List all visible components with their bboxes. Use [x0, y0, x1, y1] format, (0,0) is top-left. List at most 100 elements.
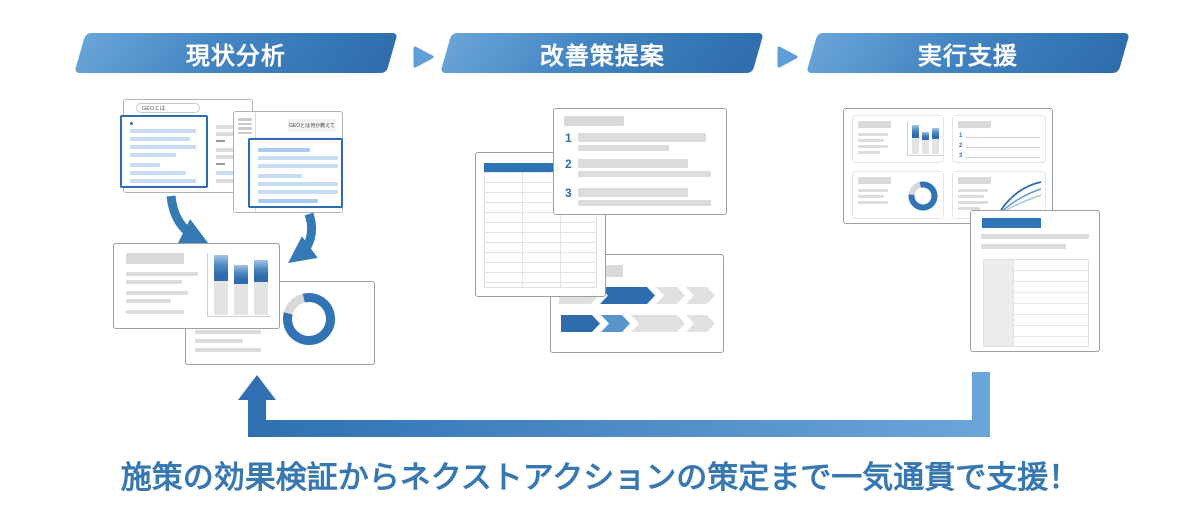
report-table	[983, 259, 1089, 347]
placeholder-line	[130, 129, 196, 133]
list-number: 2	[565, 157, 572, 171]
curved-arrows-down-icon	[166, 195, 318, 263]
report-title-bar	[982, 218, 1041, 228]
chevron-step	[631, 315, 685, 332]
placeholder-line	[858, 177, 891, 184]
placeholder-line	[858, 151, 880, 154]
placeholder-line	[238, 131, 252, 134]
report-document-card	[970, 210, 1100, 352]
list-number: 3	[959, 153, 963, 159]
placeholder-line	[126, 291, 188, 295]
result-meta-dots	[216, 163, 225, 165]
placeholder-line	[130, 179, 196, 183]
step-banner-improvement-proposal: 改善策提案	[440, 33, 764, 73]
donut-chart	[283, 293, 335, 345]
placeholder-line	[981, 234, 1089, 239]
placeholder-line	[858, 189, 888, 192]
placeholder-line	[195, 339, 243, 343]
placeholder-line	[130, 153, 176, 157]
placeholder-line	[258, 190, 338, 194]
placeholder-line	[966, 137, 1040, 138]
placeholder-line	[130, 137, 190, 141]
step-label: 改善策提案	[539, 42, 665, 70]
placeholder-line	[981, 244, 1066, 249]
report-table-label-column	[984, 260, 1014, 346]
placeholder-line	[195, 348, 261, 352]
caption-text: 施策の効果検証からネクストアクションの策定まで一気通貫で支援！	[120, 460, 1080, 495]
placeholder-line	[130, 163, 160, 167]
mini-bar-chart	[907, 122, 943, 156]
sparkle-icon	[130, 122, 133, 125]
dashboard-panel-donut	[852, 171, 944, 219]
ai-overview-box	[120, 115, 208, 188]
placeholder-line	[258, 148, 310, 152]
placeholder-line	[858, 145, 888, 148]
chevron-step	[601, 315, 630, 332]
chevron-step	[600, 287, 655, 304]
chevron-step	[686, 287, 715, 304]
step-label: 実行支援	[918, 42, 1018, 70]
placeholder-line	[126, 299, 171, 303]
placeholder-line	[234, 284, 248, 315]
placeholder-line	[958, 195, 984, 198]
placeholder-line	[126, 280, 182, 284]
placeholder-line	[958, 121, 991, 128]
placeholder-line	[858, 121, 891, 128]
placeholder-line	[578, 159, 688, 168]
placeholder-line	[966, 157, 1040, 158]
placeholder-line	[578, 133, 706, 142]
placeholder-line	[126, 272, 198, 276]
list-number: 2	[959, 143, 963, 149]
placeholder-line	[858, 201, 888, 204]
list-number: 3	[565, 186, 572, 200]
chat-prompt-text: GEOとは何か教えて	[289, 123, 335, 129]
step-banner-current-analysis: 現状分析	[74, 33, 398, 73]
spreadsheet-card	[475, 152, 606, 297]
placeholder-line	[966, 147, 1040, 148]
chevron-step	[561, 315, 600, 332]
placeholder-line	[258, 156, 338, 160]
placeholder-line	[958, 189, 988, 192]
step-banner-execution-support: 実行支援	[806, 33, 1130, 73]
analysis-report-card	[113, 243, 280, 329]
chevron-step	[656, 287, 685, 304]
placeholder-line	[238, 122, 252, 125]
list-number: 1	[959, 133, 963, 139]
placeholder-line	[258, 164, 338, 168]
placeholder-line	[932, 139, 939, 154]
placeholder-line	[258, 182, 338, 186]
placeholder-line	[958, 201, 988, 204]
placeholder-line	[130, 171, 186, 175]
placeholder-line	[214, 281, 228, 315]
placeholder-line	[238, 127, 252, 130]
chevron-step	[686, 315, 715, 332]
sheet-header-row	[484, 163, 597, 172]
placeholder-line	[126, 253, 184, 264]
chat-prompt-bubble: GEOとは何か教えて	[288, 119, 336, 132]
dashboard-panel-list: 1 2 3	[952, 115, 1046, 163]
placeholder-line	[195, 330, 261, 334]
placeholder-line	[258, 174, 302, 178]
placeholder-line	[922, 140, 929, 154]
feedback-loop-arrow-icon	[238, 372, 990, 437]
placeholder-line	[578, 171, 711, 177]
placeholder-line	[578, 188, 688, 197]
placeholder-line	[216, 171, 246, 175]
placeholder-line	[912, 138, 919, 154]
step-separator-triangle-icon	[413, 46, 434, 68]
proposal-list-card: 1 2 3	[553, 108, 727, 215]
placeholder-line	[858, 195, 884, 198]
search-input-pill: GEOとは	[136, 103, 200, 113]
mini-donut-chart	[908, 181, 938, 211]
stacked-bar-chart	[207, 253, 271, 317]
result-meta-dots	[216, 140, 225, 142]
placeholder-line	[858, 139, 884, 142]
step-label: 現状分析	[186, 42, 286, 70]
placeholder-line	[130, 145, 196, 149]
step-separator-triangle-icon	[777, 46, 798, 68]
placeholder-line	[126, 310, 184, 314]
placeholder-line	[958, 177, 991, 184]
placeholder-line	[578, 200, 711, 206]
search-query-text: GEOとは	[142, 106, 166, 112]
placeholder-line	[258, 199, 318, 203]
